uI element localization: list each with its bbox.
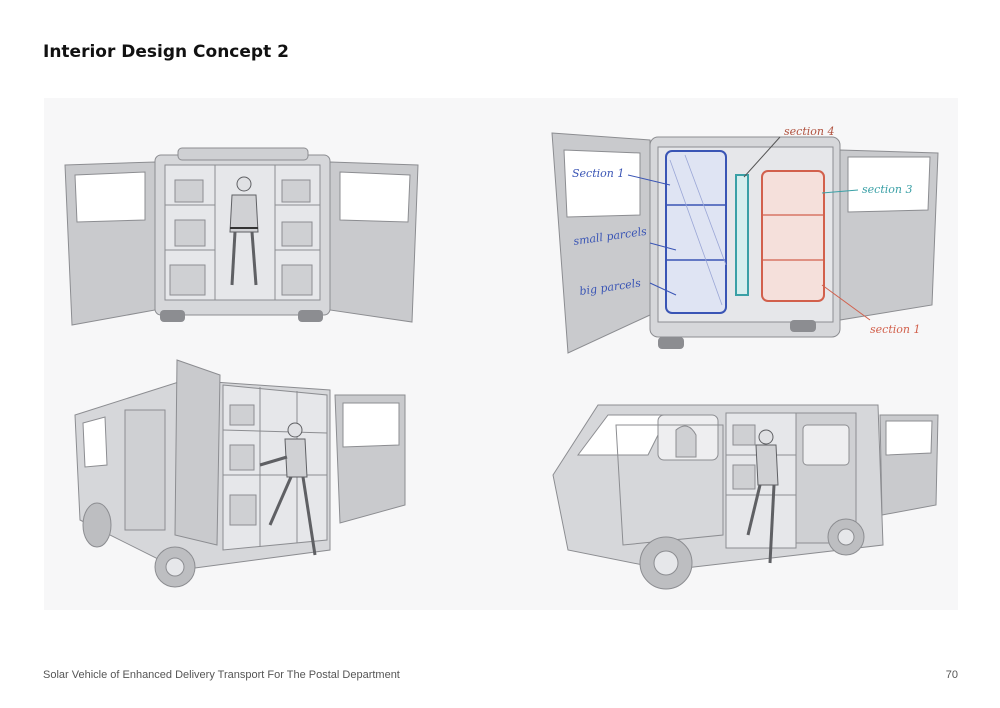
- sketch-front-side-worker: [548, 385, 943, 595]
- label-section-3: section 3: [862, 183, 912, 196]
- label-section-1-left: Section 1: [572, 167, 624, 180]
- page-number: 70: [945, 669, 958, 681]
- footer-text: Solar Vehicle of Enhanced Delivery Trans…: [43, 669, 400, 681]
- sketch-side-rear-worker: [65, 355, 415, 590]
- sketch-annotated-sections: Section 1 section 4 section 3 section 1 …: [540, 115, 950, 355]
- page-title: Interior Design Concept 2: [43, 42, 289, 62]
- label-section-4: section 4: [784, 125, 834, 138]
- label-section-1-right: section 1: [870, 323, 920, 336]
- sketch-rear-view-worker: [60, 140, 430, 340]
